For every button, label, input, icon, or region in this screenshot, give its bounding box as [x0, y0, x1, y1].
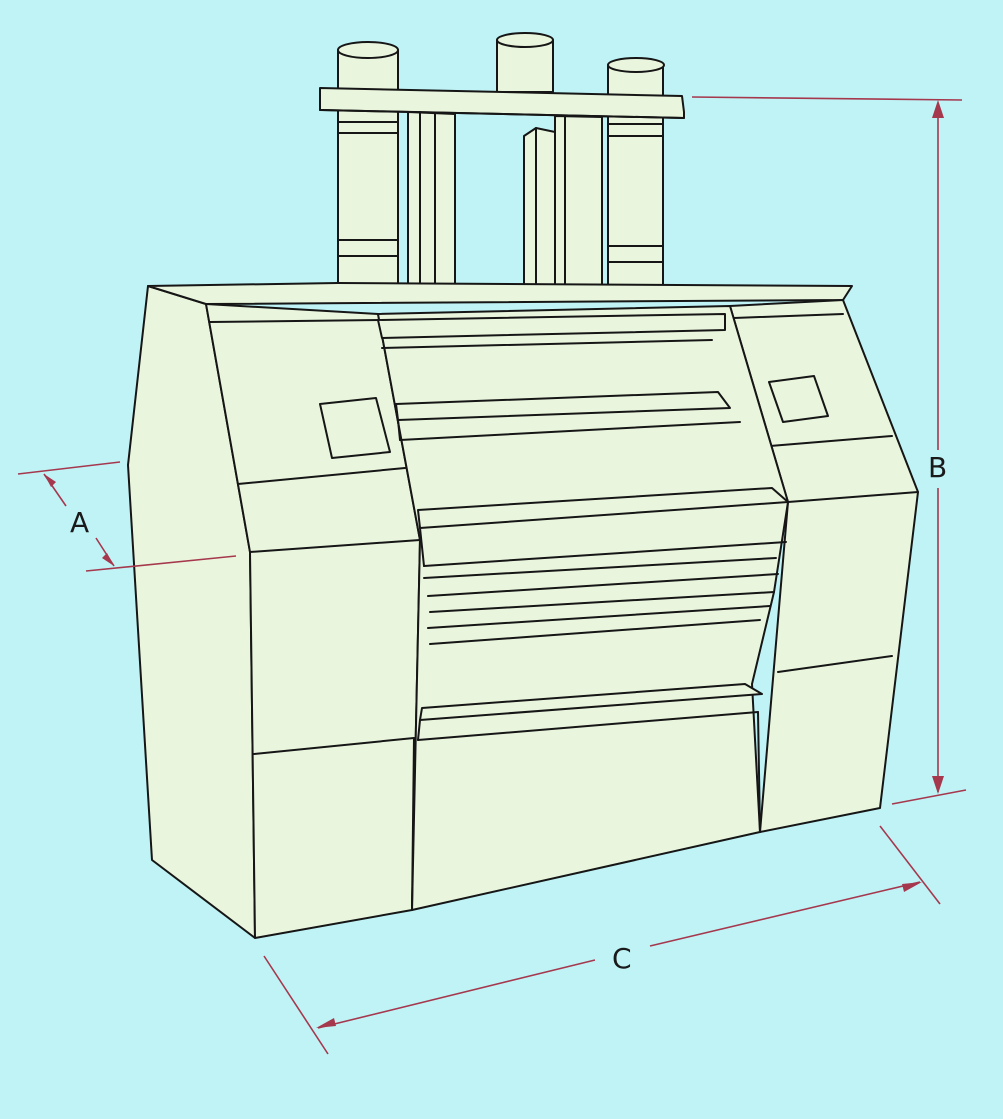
hopper-lip	[377, 313, 726, 339]
center-roll-chamber	[377, 305, 789, 911]
dimension-a: A	[17, 461, 237, 572]
top-deck	[147, 282, 853, 305]
central-feed-gate	[523, 127, 556, 291]
top-feed-unit	[319, 32, 685, 291]
right-feed-channel	[554, 115, 603, 291]
roll-cover-middle	[417, 487, 789, 529]
roll-cover-upper	[395, 391, 731, 421]
machine-body	[127, 282, 919, 939]
dimension-b-label: B	[928, 451, 947, 484]
right-cylinder-cap	[607, 57, 665, 73]
left-inspection-window	[319, 397, 391, 459]
left-cylinder-cap	[337, 41, 399, 59]
dimension-b: B	[691, 96, 967, 805]
lower-discharge-cover	[419, 683, 763, 721]
dimension-c: C	[263, 825, 941, 1055]
left-top-cylinder	[337, 49, 399, 289]
right-inspection-window	[768, 375, 829, 423]
left-feed-channel	[407, 111, 456, 289]
dimension-a-label: A	[70, 506, 89, 539]
dimension-c-label: C	[612, 942, 632, 975]
